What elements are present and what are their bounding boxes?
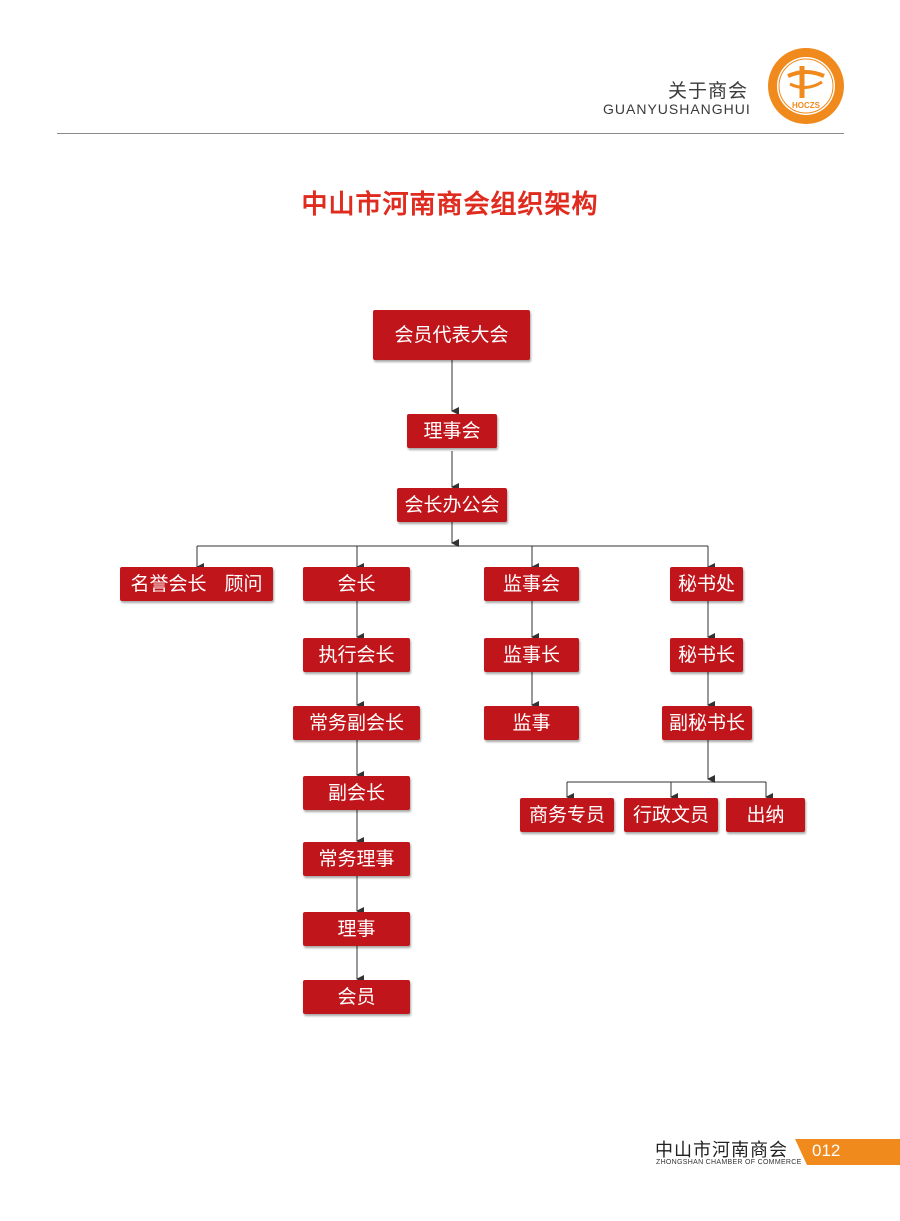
node-business-officer: 商务专员	[520, 798, 614, 832]
node-supervisory-board: 监事会	[484, 567, 579, 601]
svg-text:HOCZS: HOCZS	[792, 101, 821, 110]
node-presidents-office: 会长办公会	[397, 488, 507, 522]
footer-org-name-cn: 中山市河南商会	[655, 1140, 788, 1161]
chamber-logo-icon: HOCZS	[768, 48, 844, 124]
node-cashier: 出纳	[726, 798, 805, 832]
node-director: 理事	[303, 912, 410, 946]
node-standing-vice-president: 常务副会长	[293, 706, 420, 740]
page-number: 012	[812, 1141, 841, 1160]
node-standing-director: 常务理事	[303, 842, 410, 876]
node-member-congress: 会员代表大会	[373, 310, 530, 360]
node-president: 会长	[303, 567, 410, 601]
node-deputy-secretary-general: 副秘书长	[662, 706, 752, 740]
node-supervisor: 监事	[484, 706, 579, 740]
node-secretary-general: 秘书长	[670, 638, 743, 672]
node-honorary-advisor: 名誉会长 顾问	[120, 567, 273, 601]
node-chief-supervisor: 监事长	[484, 638, 579, 672]
page-title: 中山市河南商会组织架构	[301, 190, 599, 220]
node-admin-clerk: 行政文员	[624, 798, 718, 832]
node-secretariat: 秘书处	[670, 567, 743, 601]
footer-org-name-en: ZHONGSHAN CHAMBER OF COMMERCE	[656, 1159, 802, 1166]
section-title-cn: 关于商会	[668, 80, 749, 102]
node-executive-president: 执行会长	[303, 638, 410, 672]
section-title-en: GUANYUSHANGHUI	[603, 101, 751, 117]
page-number-tab	[795, 1139, 900, 1165]
node-vice-president: 副会长	[303, 776, 410, 810]
header-divider	[57, 133, 844, 134]
node-member: 会员	[303, 980, 410, 1014]
node-council: 理事会	[407, 414, 497, 448]
